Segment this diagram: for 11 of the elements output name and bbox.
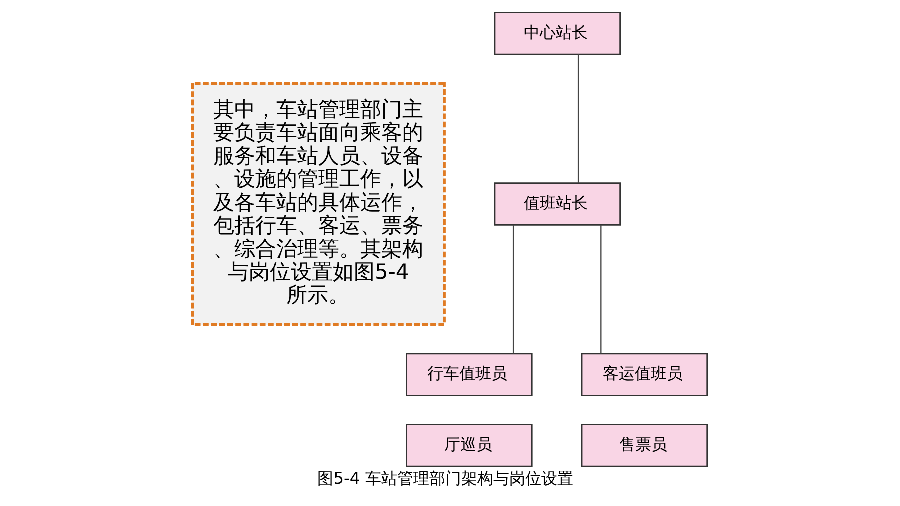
node-box: 其中，车站管理部门主要负责车站面向乘客的服务和车站人员、设备、设施的管理工作，以及各车站的具体运作，包括行车、客运、票务、综合治理等。其架构与岗位设置如图5-4所示。	[191, 82, 446, 326]
node-box: 售票员	[581, 424, 708, 468]
node-box: 中心站长	[494, 12, 622, 56]
connector	[512, 225, 514, 354]
node-box: 值班站长	[494, 182, 622, 226]
connector	[578, 54, 580, 184]
node-box: 厅巡员	[406, 424, 533, 468]
connector	[600, 225, 602, 354]
node-box: 客运值班员	[581, 353, 708, 396]
node-box: 行车值班员	[406, 353, 533, 396]
caption: 图5-4 车站管理部门架构与岗位设置	[318, 469, 574, 488]
